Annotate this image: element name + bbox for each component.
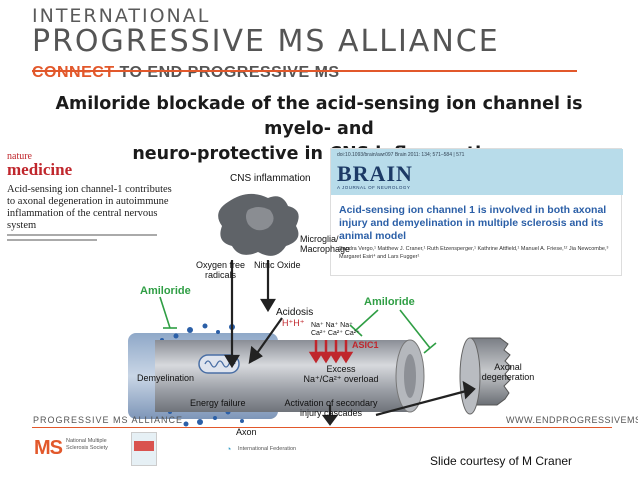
- label-activation-cascades: Activation of secondary injury cascades: [284, 398, 378, 418]
- brain-paper-title: Acid-sensing ion channel 1 is involved i…: [339, 204, 607, 242]
- brain-journal-sub: A JOURNAL OF NEUROLOGY: [337, 185, 411, 190]
- label-amiloride-left: Amiloride: [140, 285, 191, 297]
- label-oxygen-radicals: Oxygen free radicals: [196, 260, 246, 280]
- label-calcium: Ca²⁺ Ca²⁺ Ca²⁺: [311, 330, 360, 337]
- org-name-line1: INTERNATIONAL: [32, 5, 211, 27]
- asic-influx-arrows: [308, 340, 354, 364]
- brain-paper: doi:10.1093/brain/awr097 Brain 2011: 134…: [330, 148, 623, 276]
- label-h-ions: H⁺H⁺: [282, 318, 305, 328]
- federation-icon: ◔: [226, 444, 232, 454]
- alliance-header: INTERNATIONAL PROGRESSIVE MS ALLIANCE CO…: [32, 6, 592, 82]
- footer-alliance-name: PROGRESSIVE MS ALLIANCE: [33, 415, 184, 425]
- microglia-cell: [218, 193, 299, 256]
- slide-title-line1: Amiloride blockade of the acid-sensing i…: [55, 94, 583, 139]
- footer-divider: [32, 427, 612, 428]
- journal-big-name: medicine: [7, 160, 73, 179]
- label-energy-failure: Energy failure: [190, 398, 246, 408]
- label-nitric-oxide: Nitric Oxide: [254, 260, 301, 270]
- nature-paper-title: Acid-sensing ion channel-1 contributes t…: [7, 184, 172, 231]
- diagram-graphics: [128, 193, 512, 427]
- label-axon: Axon: [236, 427, 257, 437]
- federation-name: International Federation: [238, 446, 297, 452]
- header-divider: [32, 70, 577, 72]
- label-amiloride-right: Amiloride: [364, 296, 415, 308]
- tagline-accent: CONNECT: [32, 64, 115, 81]
- mechanism-diagram: CNS inflammation Microglia/ Macrophage O…: [0, 150, 638, 470]
- label-asic1: ASIC1: [352, 340, 379, 350]
- label-demyelination: Demyelination: [137, 373, 195, 383]
- label-cns-inflammation: CNS inflammation: [230, 173, 311, 184]
- tagline-rest: TO END PROGRESSIVE MS: [114, 64, 340, 81]
- label-axonal-degeneration: Axonal degeneration: [481, 362, 535, 382]
- tagline: CONNECT TO END PROGRESSIVE MS: [32, 64, 592, 82]
- journal-small-name: nature: [7, 151, 32, 162]
- partner-logo-mark: [134, 441, 154, 451]
- nature-medicine-paper: nature medicine Acid-sensing ion channel…: [3, 150, 175, 278]
- brain-paper-authors: Sandra Vergo,¹ Matthew J. Craner,¹ Ruth …: [339, 246, 609, 260]
- brain-journal-name: BRAIN: [337, 161, 413, 186]
- label-acidosis: Acidosis: [276, 307, 314, 318]
- nature-paper-authors: [7, 234, 157, 250]
- nature-medicine-logo: nature medicine: [7, 150, 73, 179]
- brain-meta: doi:10.1093/brain/awr097 Brain 2011: 134…: [337, 152, 465, 158]
- slide-credit: Slide courtesy of M Craner: [430, 454, 573, 468]
- label-excess-overload: Excess Na⁺/Ca²⁺ overload: [303, 364, 379, 384]
- amiloride-inhibition-lines: [159, 296, 437, 354]
- ms-society-logo: MS: [34, 437, 63, 459]
- label-microglia: Microglia/ Macrophage: [300, 234, 351, 254]
- pathway-arrows: [224, 260, 476, 426]
- partner-logo: [131, 432, 157, 466]
- org-name-line2: PROGRESSIVE MS ALLIANCE: [32, 24, 500, 59]
- brain-banner: doi:10.1093/brain/awr097 Brain 2011: 134…: [331, 149, 623, 195]
- axon-cylinder: [155, 339, 425, 413]
- label-sodium: Na⁺ Na⁺ Na⁺: [311, 322, 353, 329]
- ms-society-name: National Multiple Sclerosis Society: [66, 438, 108, 451]
